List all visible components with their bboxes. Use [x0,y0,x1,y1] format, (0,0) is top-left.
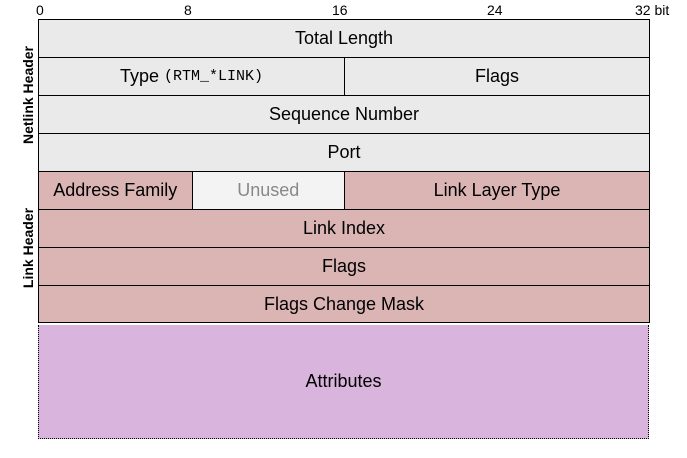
header-grid: Total Length Type (RTM_*LINK) Flags Sequ… [38,19,650,323]
field-unused: Unused [191,172,344,209]
field-port: Port [39,134,649,171]
row-link-flags: Flags [38,247,649,285]
bit-mark-32: 32 bit [635,2,670,18]
row-link-index: Link Index [38,209,649,247]
field-sequence-number: Sequence Number [39,96,649,133]
field-address-family: Address Family [39,172,192,209]
bit-mark-16: 16 [332,2,348,18]
field-link-layer-type: Link Layer Type [344,172,649,209]
bit-mark-8: 8 [184,2,192,18]
row-type-flags: Type (RTM_*LINK) Flags [38,57,649,95]
field-attributes: Attributes [38,325,649,439]
field-type-label: Type [119,66,159,86]
field-total-length: Total Length [39,20,649,57]
row-family-type: Address Family Unused Link Layer Type [38,171,649,209]
row-total-length: Total Length [38,19,649,57]
bit-mark-24: 24 [487,2,503,18]
netlink-header-label: Netlink Header [20,45,36,145]
field-netlink-flags: Flags [344,58,649,95]
row-flags-change-mask: Flags Change Mask [38,285,649,323]
field-link-flags: Flags [39,248,649,285]
field-flags-change-mask: Flags Change Mask [39,286,649,322]
field-type: Type (RTM_*LINK) [39,58,344,95]
link-header-label: Link Header [20,207,36,289]
row-port: Port [38,133,649,171]
bit-mark-0: 0 [36,2,44,18]
field-type-value: (RTM_*LINK) [164,68,264,85]
field-link-index: Link Index [39,210,649,247]
row-sequence-number: Sequence Number [38,95,649,133]
